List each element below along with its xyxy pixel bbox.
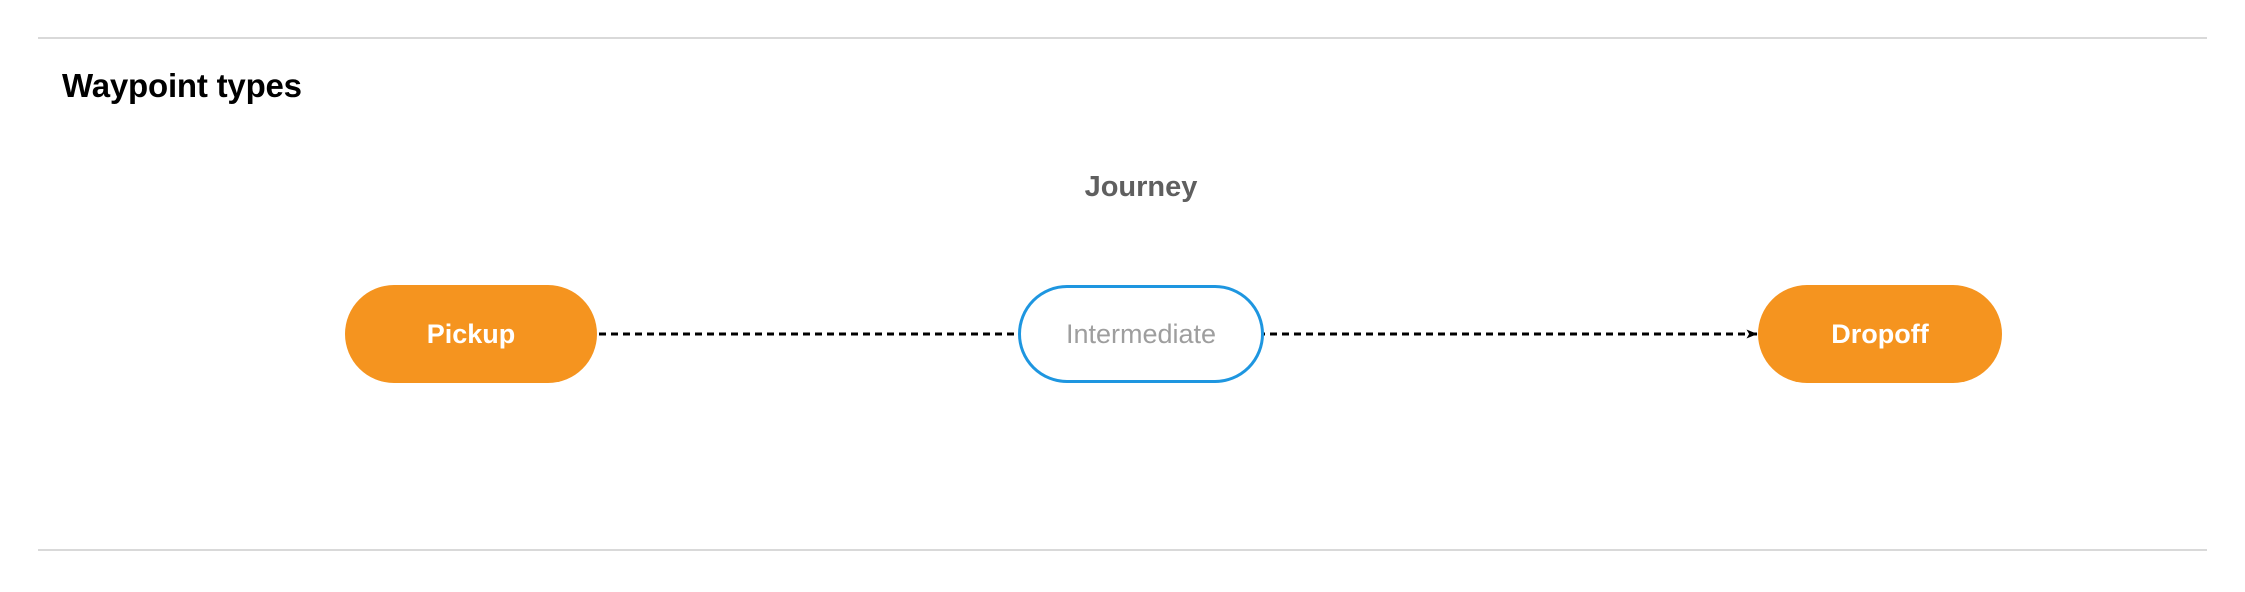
node-pickup[interactable]: Pickup [345,285,597,383]
section-divider-top [38,37,2207,39]
node-dropoff-label: Dropoff [1831,318,1929,349]
section-divider-bottom [38,549,2207,551]
page-title: Waypoint types [62,67,302,104]
diagram-label-journey: Journey [1084,171,1198,203]
node-intermediate-label: Intermediate [1065,318,1217,349]
node-intermediate[interactable]: Intermediate [1018,285,1264,383]
node-dropoff[interactable]: Dropoff [1758,285,2002,383]
node-pickup-label: Pickup [426,318,516,349]
